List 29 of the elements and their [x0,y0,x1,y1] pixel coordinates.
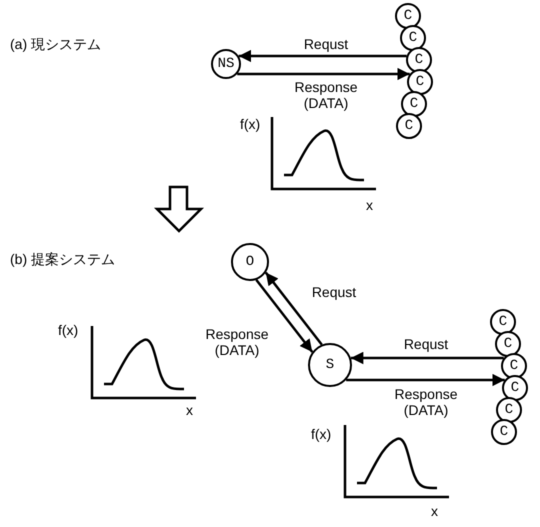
circle-node: S [308,343,352,387]
circle-node: C [407,69,433,95]
section-label: f(x) [311,426,332,442]
arrow [238,50,407,62]
arrow [264,272,323,346]
circle-node: C [401,91,427,117]
circle-node: C [502,375,528,401]
axis-label: x [366,197,373,213]
circle-node: C [491,419,517,445]
circle-node: C [501,353,527,379]
circle-node: C [396,113,422,139]
axis-label: f(x) [58,322,78,338]
section-label: (a) 現システム [10,36,101,54]
circle-node: C [495,331,521,357]
arrow [255,279,314,353]
axis-label: x [431,503,438,519]
arrow [346,374,505,386]
axis-label: f(x) [240,116,260,132]
circle-node: C [395,3,421,29]
arrow [237,68,410,80]
circle-node: C [490,309,516,335]
circle-node: O [231,243,269,281]
arrow [350,352,504,364]
circle-node: C [400,25,426,51]
circle-node: C [406,47,432,73]
circle-node: NS [211,49,241,79]
circle-node: C [496,397,522,423]
section-label: (b) 提案システム [10,251,115,269]
axis-label: x [186,402,193,418]
